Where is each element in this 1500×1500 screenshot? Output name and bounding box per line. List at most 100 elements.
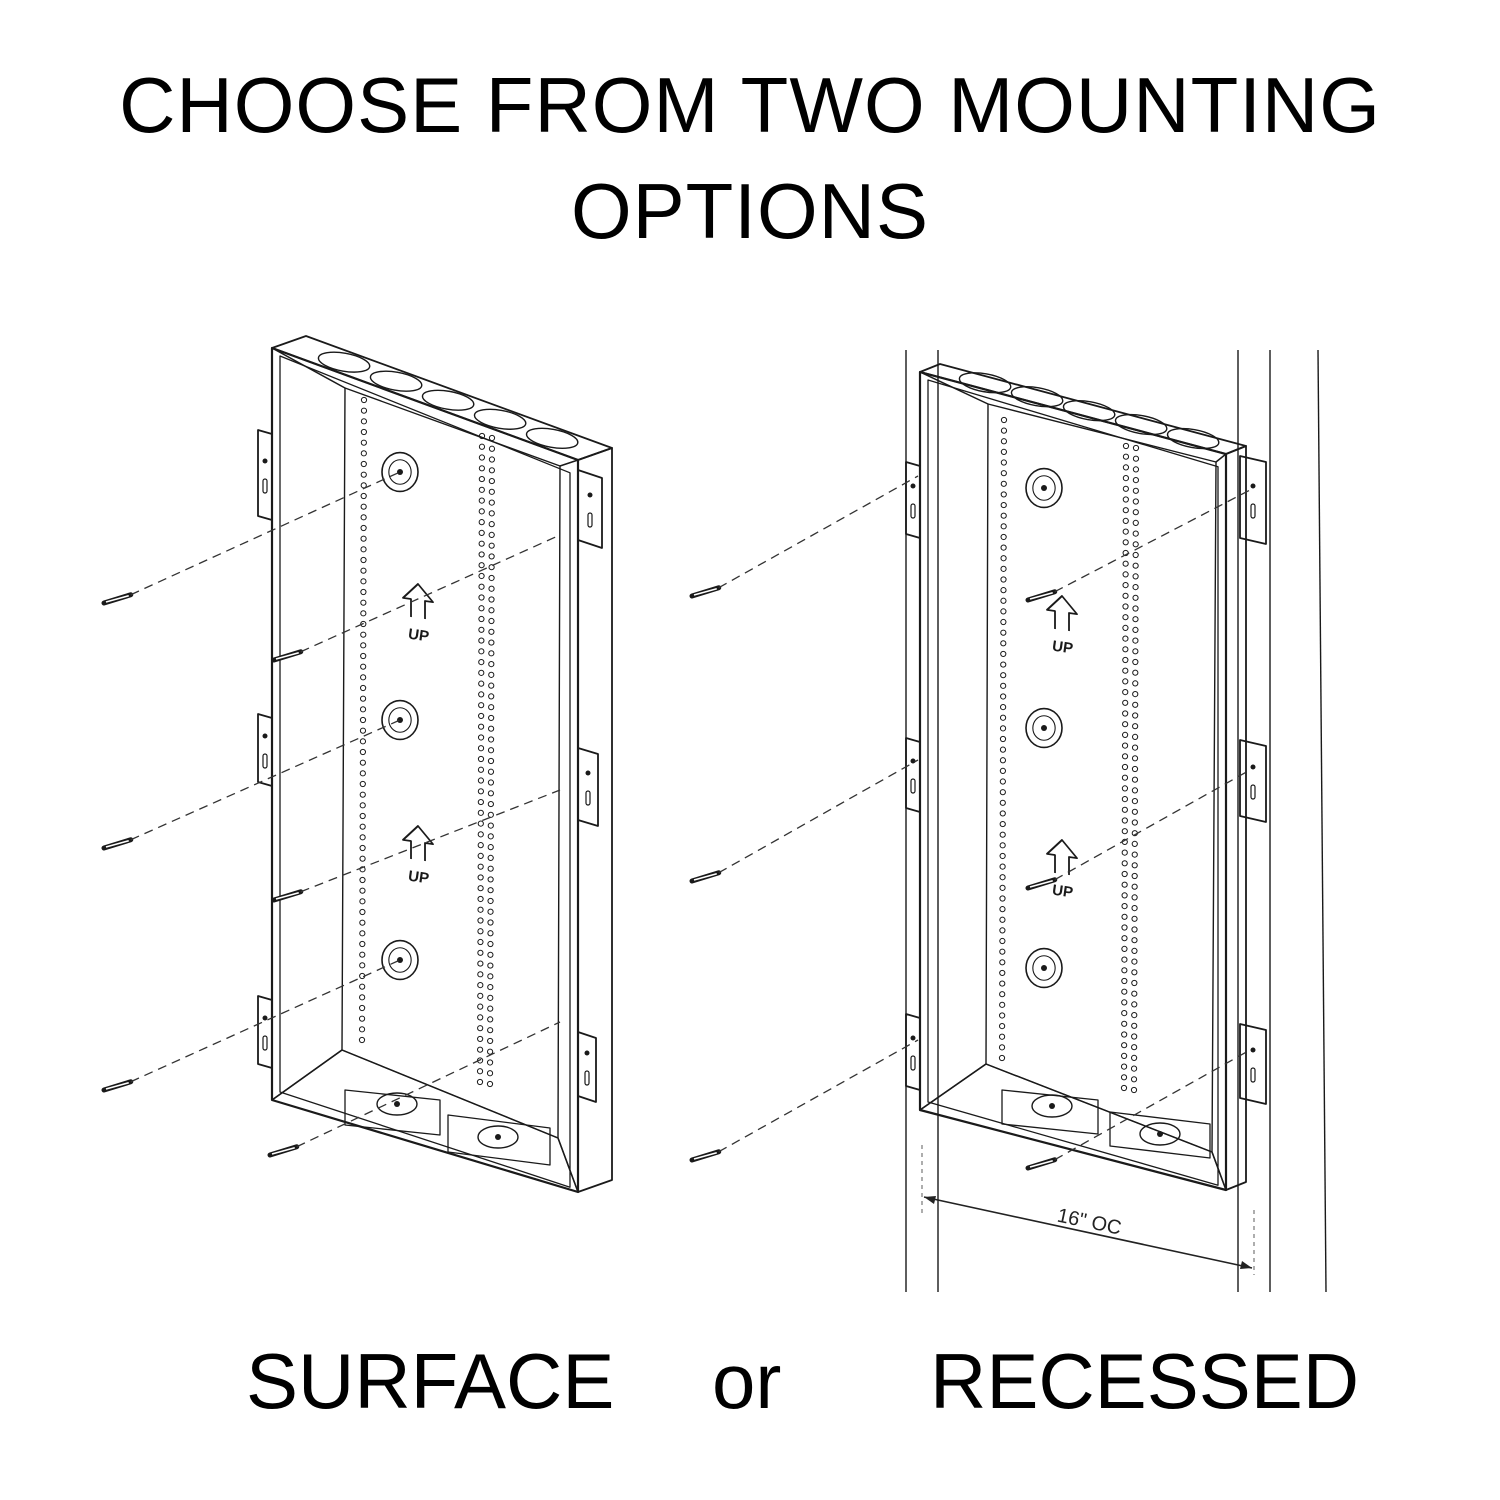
screw-path-dashed-line [130,959,401,1083]
knockout-icon [1025,467,1063,509]
screw-path-dashed-line [1054,489,1251,593]
bottom-floor [271,1049,579,1193]
mounting-bracket [1239,1023,1267,1105]
screw-path-dashed-line [718,475,919,589]
perforation-column [1120,442,1130,1092]
top-knockout-icon [421,389,475,411]
perforation-column [476,432,486,1086]
screw-icon [1025,877,1058,891]
screw-icon [689,585,722,599]
right-wall [1225,445,1247,1191]
up-label: UP [407,868,430,888]
screw-icon [689,870,722,884]
screw-icon [101,592,134,606]
screw-icon [1025,589,1058,603]
mounting-bracket [257,429,273,521]
perforation-column [1130,444,1140,1094]
screw-icon [271,649,304,663]
knockout-icon [381,699,419,741]
screw-icon [101,1079,134,1093]
knockout-plate [447,1114,551,1166]
perforation-column [358,396,368,1044]
top-knockout-icon [958,372,1012,394]
screw-path-dashed-line [296,1021,561,1148]
recessed-mount-box: UP UP [689,363,1267,1192]
top-knockout-icon [317,351,371,373]
screw-path-dashed-line [1054,1049,1251,1161]
top-knockout-icon [525,427,579,449]
front-flange [270,346,580,1194]
top-wall [919,363,1247,455]
mounting-bracket [1239,739,1267,823]
top-knockout-icon [1166,427,1220,450]
up-label: UP [1051,882,1074,902]
mounting-bracket [1239,455,1267,545]
mounting-bracket [577,747,599,827]
knockout-plate [344,1089,441,1136]
perforation-column [998,416,1008,1062]
screw-icon [101,837,134,851]
knockout-plate [1001,1089,1099,1135]
top-wall [271,335,613,461]
title-line-2: OPTIONS [570,167,930,255]
top-knockout-icon [369,370,423,392]
perforation-column [486,434,496,1088]
back-panel [985,403,1217,1153]
up-arrow-icon: UP [1046,595,1078,658]
bottom-knockout-icon [1031,1094,1073,1118]
page-title: CHOOSE FROM TWO MOUNTING OPTIONS [0,52,1500,264]
screw-icon [267,1144,300,1158]
screw-path-dashed-line [718,759,919,874]
mounting-bracket [577,1031,597,1103]
front-flange-inner [927,379,1219,1186]
knockout-icon [1025,707,1063,749]
top-knockout-icon [1114,413,1168,436]
top-knockout-icon [1010,386,1064,408]
front-flange [918,370,1228,1192]
up-arrow-icon: UP [402,825,434,888]
mounting-bracket [257,713,273,787]
bottom-floor [919,1063,1227,1191]
up-label: UP [407,626,430,646]
bottom-knockout-icon [376,1092,418,1116]
inner-edge [271,1049,343,1101]
mounting-bracket [577,469,603,549]
screw-icon [271,889,304,903]
inner-edge [1215,453,1227,463]
inner-edge [1211,1151,1227,1191]
title-line-1: CHOOSE FROM TWO MOUNTING [119,61,1381,149]
mounting-bracket [905,461,921,539]
wall-studs [905,349,1327,1293]
mounting-bracket [905,1013,921,1091]
knockout-icon [381,939,419,981]
up-label: UP [1051,638,1074,658]
screw-path-dashed-line [300,789,561,893]
screw-path-dashed-line [1054,769,1251,881]
screw-path-dashed-line [718,1039,919,1153]
bottom-knockout-icon [1139,1122,1181,1146]
screw-path-dashed-line [130,719,401,841]
front-flange-inner [279,355,571,1188]
stud-edge [1317,349,1327,1293]
surface-mount-box: UP UP [101,335,613,1194]
stud-spacing-label: 16" OC [1055,1205,1123,1240]
screw-icon [1025,1157,1058,1171]
top-knockout-icon [473,408,527,430]
right-wall [577,447,613,1193]
screw-path-dashed-line [130,471,401,596]
inner-edge [557,1137,579,1193]
knockout-icon [381,451,419,493]
knockout-icon [1025,947,1063,989]
caption-or: or [712,1337,782,1425]
back-panel [341,387,561,1139]
top-knockout-icon [1062,399,1116,422]
stud-spacing-dimension: 16" OC [921,1145,1255,1275]
up-arrow-icon: UP [402,583,434,646]
knockout-plate [1109,1111,1211,1159]
screw-icon [689,1149,722,1163]
inner-edge [559,459,579,467]
mounting-bracket [905,737,921,813]
caption-recessed: RECESSED [930,1337,1360,1425]
mounting-bracket [257,995,273,1069]
